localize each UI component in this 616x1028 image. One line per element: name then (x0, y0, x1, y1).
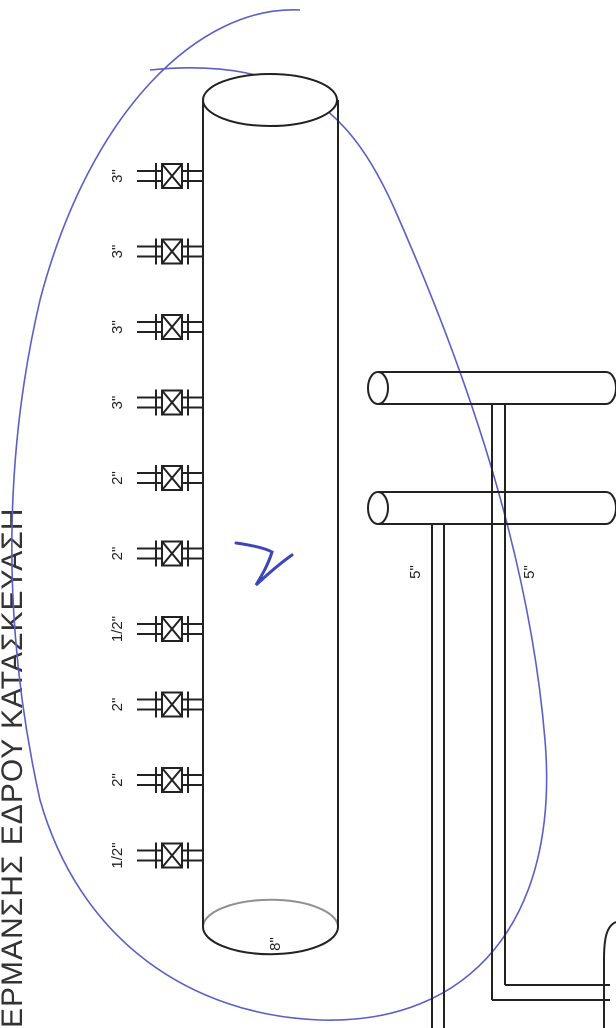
valve-size-label: 3" (109, 396, 126, 410)
pipe-size-label-left: 5" (407, 565, 424, 579)
valve-branch: 1/2" (109, 842, 203, 869)
header-size-label: 8" (267, 937, 284, 951)
check-mark (234, 541, 294, 587)
valve-size-label: 2" (109, 773, 126, 787)
valve-branch: 1/2" (109, 616, 203, 642)
hand-drawn-ellipse (11, 9, 548, 1021)
valve-branch: 2" (109, 691, 203, 718)
valve-size-label: 1/2" (109, 842, 126, 868)
valve-size-label: 2" (109, 471, 126, 485)
valve-branch: 3" (109, 314, 203, 340)
valve-branch: 2" (109, 767, 203, 793)
diagram-title: ΕΡΜΑΝΣΗΣ ΕΔΡΟΥ ΚΑΤΑΣΚΕΥΑΣΗ (0, 508, 29, 1028)
down-pipe-right: 5" (491, 404, 610, 1001)
valve-branch: 3" (109, 389, 203, 416)
pipe-cylinder-upper (367, 371, 616, 405)
valve-size-label: 2" (109, 698, 126, 712)
valve-size-label: 2" (109, 547, 126, 561)
partial-tank-edge (603, 921, 616, 1028)
valve-branch: 3" (109, 163, 203, 189)
valve-branch: 3" (109, 238, 203, 265)
header-bottom-cap (202, 926, 339, 956)
valve-size-label: 1/2" (109, 616, 126, 642)
valve-size-label: 3" (109, 245, 126, 259)
header-top-cap (202, 73, 338, 127)
header-cylinder: 8" (202, 73, 339, 956)
valve-branches: 3" 3" 3" 3" 2" 2" 1/2" 2" 2" 1/2" (109, 163, 203, 869)
down-pipe-left: 5" (407, 523, 445, 1028)
pipe-size-label-right: 5" (521, 565, 538, 579)
valve-branch: 2" (109, 540, 203, 567)
valve-size-label: 3" (109, 320, 126, 334)
valve-size-label: 3" (109, 169, 126, 183)
valve-branch: 2" (109, 465, 203, 491)
